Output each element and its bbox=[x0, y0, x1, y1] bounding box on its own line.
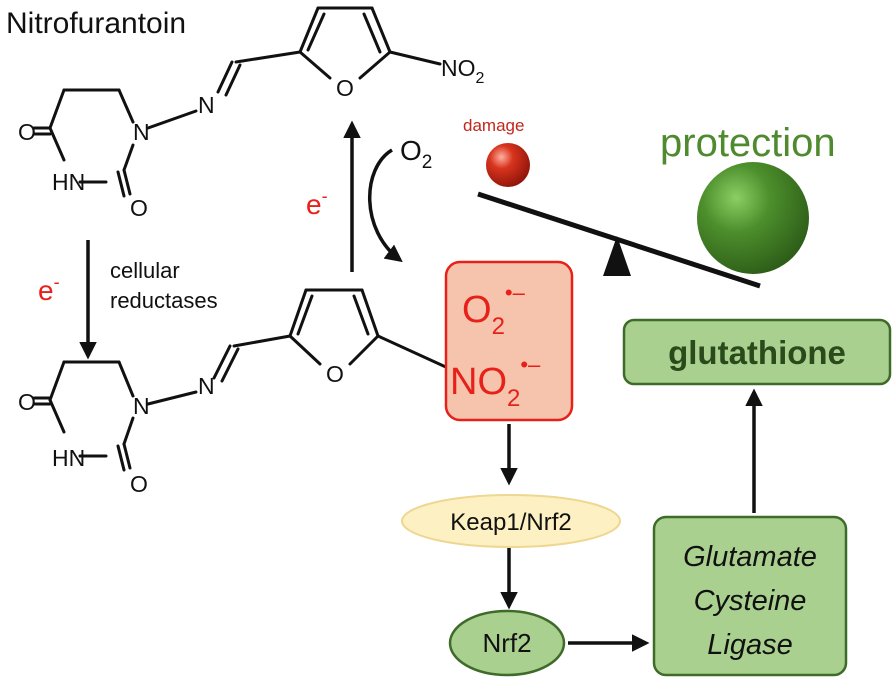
title-nitrofurantoin: Nitrofurantoin bbox=[6, 7, 186, 40]
gcl-label-line2: Cysteine bbox=[694, 585, 807, 617]
atom-o: O bbox=[130, 471, 148, 497]
keap1-nrf2-node bbox=[401, 494, 621, 548]
atom-hn: HN bbox=[52, 169, 85, 195]
atom-o: O bbox=[336, 75, 354, 101]
keap1-nrf2-label: Keap1/Nrf2 bbox=[450, 509, 571, 536]
protection-label: protection bbox=[660, 121, 836, 165]
reductase-label-line2: reductases bbox=[110, 288, 218, 313]
atom-o: O bbox=[18, 389, 36, 415]
balance-beam bbox=[477, 191, 761, 289]
oxygen-label: O2 bbox=[400, 135, 432, 173]
electron-label-cycle: e- bbox=[306, 186, 328, 220]
atom-o: O bbox=[18, 119, 36, 145]
radical-species-box bbox=[444, 260, 574, 422]
balance-fulcrum bbox=[603, 236, 631, 276]
atom-o: O bbox=[326, 361, 344, 387]
superoxide-formation-arrow bbox=[367, 148, 403, 263]
glutathione-label: glutathione bbox=[668, 334, 846, 371]
molecule-nitro-radical-anion: O N HN O N O bbox=[18, 288, 450, 497]
nrf2-node bbox=[448, 609, 566, 677]
glutathione-box bbox=[622, 318, 892, 386]
glutamate-cysteine-ligase-box bbox=[652, 515, 848, 677]
reductase-label-line1: cellular bbox=[110, 258, 180, 283]
atom-o: O bbox=[130, 195, 148, 221]
nrf2-label: Nrf2 bbox=[482, 628, 531, 658]
damage-sphere bbox=[486, 143, 530, 187]
electron-label-left: e- bbox=[38, 272, 60, 306]
atom-n: N bbox=[198, 373, 215, 399]
nitro-group-label: NO2 bbox=[441, 55, 485, 87]
gcl-label-line3: Ligase bbox=[707, 629, 792, 661]
superoxide-radical-label: O2•– bbox=[462, 280, 526, 340]
nitro-radical-label: NO2•– bbox=[450, 352, 541, 412]
atom-n: N bbox=[133, 393, 150, 419]
molecule-nitrofurantoin: O N HN O N O NO2 bbox=[18, 6, 485, 221]
atom-n: N bbox=[198, 92, 215, 118]
gcl-label-line1: Glutamate bbox=[683, 541, 817, 573]
protection-sphere bbox=[697, 162, 809, 274]
atom-hn: HN bbox=[52, 445, 85, 471]
damage-label: damage bbox=[463, 116, 524, 135]
atom-n: N bbox=[133, 119, 150, 145]
